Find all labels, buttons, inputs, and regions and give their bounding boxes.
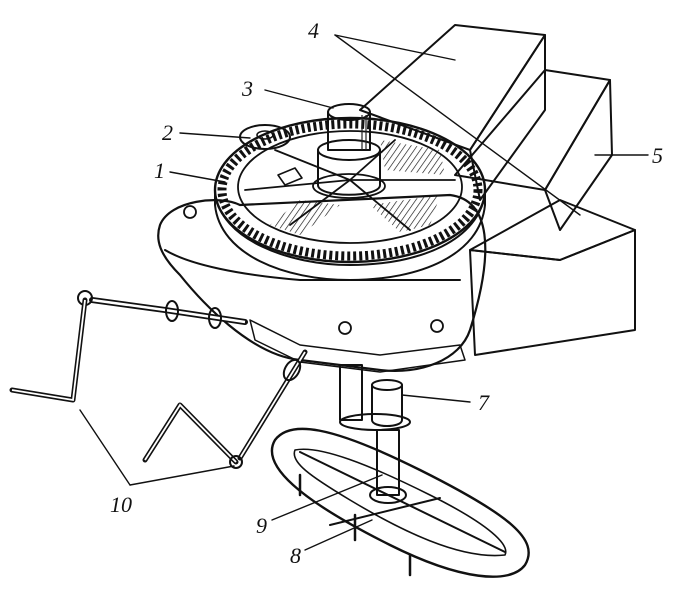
- leader-lines: [79, 34, 649, 551]
- crank-lower: [142, 402, 239, 465]
- column-sleeve-top: [371, 379, 403, 391]
- gear-teeth-ring: [217, 119, 483, 261]
- leader-4a: [334, 34, 456, 61]
- callout-4: 4: [308, 18, 319, 43]
- column-sleeve: [371, 384, 403, 427]
- shaft-base-ring: [312, 173, 386, 199]
- crank-joint: [229, 455, 243, 469]
- tray-rib: [299, 451, 506, 553]
- crank-upper-core: [11, 299, 86, 402]
- jaw-blocks: [359, 24, 636, 356]
- base-plate-underside: [249, 319, 466, 373]
- leader-10a: [79, 409, 131, 486]
- gear-spoke: [244, 179, 351, 191]
- short-rod-coupling: [282, 358, 302, 382]
- leader-3: [264, 89, 334, 109]
- gear-wheel: [213, 116, 487, 281]
- leader-1: [169, 171, 226, 183]
- bottom-tray: [270, 427, 530, 578]
- central-shaft: [312, 103, 386, 199]
- callout-8: 8: [290, 543, 301, 568]
- gear-rim-side: [214, 191, 486, 281]
- callout-7: 7: [478, 390, 489, 415]
- callout-10: 10: [110, 492, 132, 517]
- gear-outer: [213, 116, 487, 264]
- callout-2: 2: [162, 120, 173, 145]
- column-upper: [339, 364, 363, 421]
- tray-rib: [329, 497, 441, 526]
- callout-3: 3: [242, 76, 253, 101]
- rod-coupling: [165, 300, 179, 322]
- middle-block-top: [454, 69, 611, 191]
- pinion-hub: [256, 130, 274, 140]
- lower-block-front: [469, 229, 636, 356]
- leader-4b: [334, 34, 581, 216]
- gear-inner: [237, 130, 463, 244]
- column-lower: [376, 429, 400, 496]
- lower-column: [339, 364, 411, 496]
- callout-5: 5: [652, 143, 663, 168]
- gear-web-shading: [270, 200, 340, 235]
- tray-hub: [369, 486, 407, 504]
- mount-hole-lower: [338, 321, 352, 335]
- mount-hole-left: [183, 205, 197, 219]
- long-rod-core: [91, 298, 246, 324]
- callout-9: 9: [256, 513, 267, 538]
- tray-outline: [270, 427, 530, 578]
- pinion-pawl: [277, 167, 303, 186]
- shaft-collar: [317, 149, 381, 196]
- upper-block-side: [469, 34, 546, 201]
- leader-2: [179, 132, 251, 139]
- upper-block-top: [359, 24, 546, 151]
- mount-hole-right: [430, 319, 444, 333]
- gear-web-shading: [370, 195, 440, 232]
- base-plate-outline: [157, 193, 487, 372]
- linkage: [9, 290, 308, 469]
- callout-1: 1: [154, 158, 165, 183]
- crank-lower-core: [144, 403, 237, 463]
- shaft-top: [327, 103, 371, 121]
- base-plate-rim: [164, 249, 461, 281]
- gear-web-shading: [380, 140, 445, 175]
- base-plate: [157, 193, 487, 373]
- leader-10b: [129, 465, 235, 486]
- shaft-body: [327, 111, 371, 151]
- gear-spoke: [274, 149, 351, 181]
- leader-9: [271, 474, 383, 521]
- short-rod-core: [239, 351, 306, 459]
- leader-8: [304, 519, 373, 551]
- tray-inner: [293, 448, 507, 557]
- rod-coupling: [208, 307, 222, 329]
- leader-7: [401, 394, 471, 403]
- shaft-collar-top: [317, 139, 381, 161]
- column-ring: [339, 413, 411, 431]
